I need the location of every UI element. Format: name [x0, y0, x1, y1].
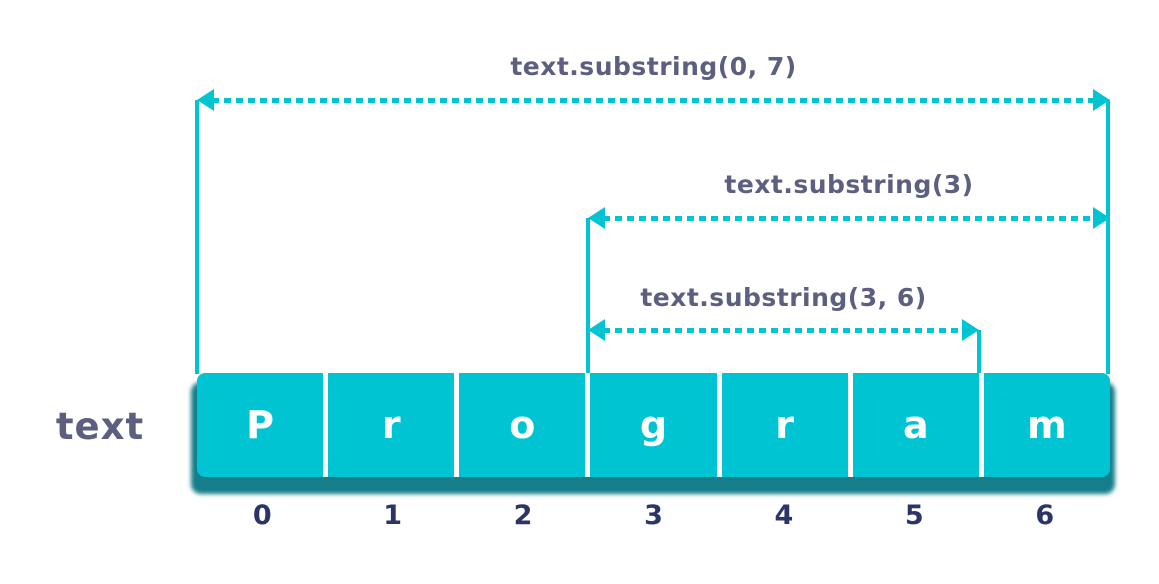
range-arrow-substring-3 [588, 207, 1110, 229]
cell-char: r [381, 403, 401, 447]
index-label: 1 [383, 500, 403, 531]
extent-line-string-end [1106, 100, 1110, 374]
string-cell: P [197, 373, 329, 477]
range-arrow-substring-0-7 [197, 89, 1110, 111]
index-label: 5 [904, 500, 924, 531]
cell-char: m [1027, 403, 1067, 447]
annotation-label-substring-3: text.substring(3) [724, 170, 974, 199]
cell-char: P [246, 403, 274, 447]
extent-line-index-0 [195, 100, 199, 374]
arrowhead-right-icon [1093, 89, 1110, 111]
index-row: 0 1 2 3 4 5 6 [197, 500, 1110, 534]
cell-char: a [902, 403, 929, 447]
extent-line-index-6 [977, 330, 981, 374]
index-label: 0 [252, 500, 272, 531]
range-arrow-substring-3-6 [588, 319, 979, 341]
cell-char: o [509, 403, 536, 447]
extent-line-index-3 [586, 218, 590, 374]
string-cell: r [328, 373, 460, 477]
dashed-line [603, 216, 1095, 221]
string-cell: a [853, 373, 984, 477]
cell-char: g [639, 403, 668, 447]
arrowhead-right-icon [962, 319, 979, 341]
string-cell: g [590, 373, 722, 477]
annotation-label-substring-0-7: text.substring(0, 7) [510, 52, 797, 81]
string-cell: o [459, 373, 591, 477]
string-cell: r [722, 373, 853, 477]
arrowhead-left-icon [197, 89, 214, 111]
index-label: 4 [774, 500, 794, 531]
arrowhead-left-icon [588, 207, 605, 229]
cell-char: r [775, 403, 794, 447]
annotation-label-substring-3-6: text.substring(3, 6) [640, 283, 927, 312]
variable-label: text [55, 405, 145, 448]
dashed-line [603, 328, 964, 333]
index-label: 2 [513, 500, 533, 531]
index-label: 3 [644, 500, 663, 531]
string-cell: m [984, 373, 1110, 477]
arrowhead-left-icon [588, 319, 605, 341]
index-label: 6 [1035, 500, 1055, 531]
dashed-line [212, 98, 1095, 103]
arrowhead-right-icon [1093, 207, 1110, 229]
string-bar: P r o g r a m [197, 373, 1110, 477]
